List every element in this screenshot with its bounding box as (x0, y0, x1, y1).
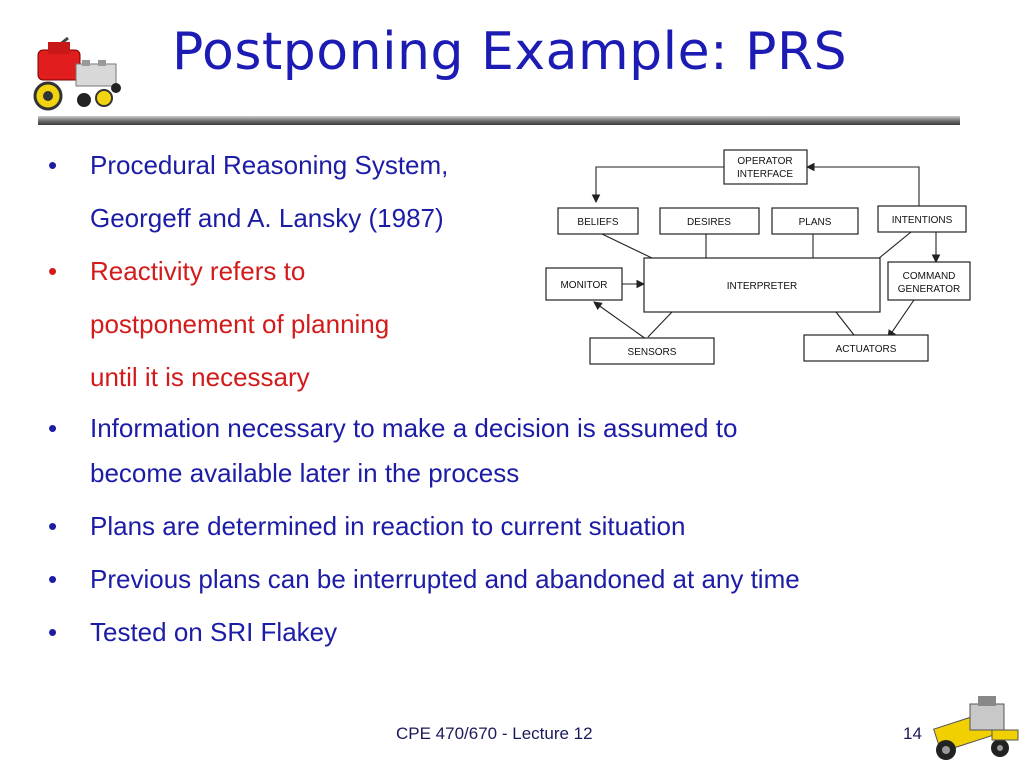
box-plans: PLANS (799, 217, 832, 228)
box-operator-interface-line2: INTERFACE (737, 169, 793, 180)
box-command-generator-line2: GENERATOR (898, 284, 960, 295)
box-sensors: SENSORS (628, 347, 677, 358)
bullet-marker: • (48, 413, 58, 443)
robot-logo-icon (933, 696, 1019, 760)
bullet-marker: • (48, 511, 58, 541)
bullet-previous-plans: • Previous plans can be interrupted and … (48, 564, 800, 594)
bullet-text: Tested on SRI Flakey (90, 617, 338, 647)
prs-architecture-diagram: OPERATOR INTERFACE BELIEFS DESIRES PLANS… (545, 149, 971, 365)
box-actuators: ACTUATORS (836, 344, 897, 355)
bullet-marker: • (48, 150, 58, 180)
bullet-continuation: postponement of planning (90, 309, 390, 339)
bullet-flakey: • Tested on SRI Flakey (48, 617, 338, 647)
bullet-prs: • Procedural Reasoning System, (48, 150, 449, 180)
bullet-marker: • (48, 256, 58, 286)
box-interpreter: INTERPRETER (727, 281, 798, 292)
bullet-text: Procedural Reasoning System, (90, 150, 449, 180)
bullet-continuation: become available later in the process (90, 458, 520, 488)
bullet-text: Previous plans can be interrupted and ab… (90, 564, 800, 594)
bullet-text: Plans are determined in reaction to curr… (90, 511, 686, 541)
robot-logo-icon (33, 36, 121, 111)
box-command-generator-line1: COMMAND (903, 271, 956, 282)
bullet-continuation: until it is necessary (90, 362, 310, 392)
slide-title: Postponing Example: PRS (172, 22, 848, 82)
box-operator-interface-line1: OPERATOR (737, 156, 792, 167)
box-monitor: MONITOR (560, 280, 607, 291)
title-divider (38, 116, 960, 125)
bullet-reactivity: • Reactivity refers to (48, 256, 306, 286)
bullet-continuation: Georgeff and A. Lansky (1987) (90, 203, 444, 233)
bullet-marker: • (48, 617, 58, 647)
slide-number: 14 (903, 724, 922, 743)
bullet-text: Reactivity refers to (90, 256, 306, 286)
bullet-marker: • (48, 564, 58, 594)
bullet-text: Information necessary to make a decision… (90, 413, 738, 443)
box-beliefs: BELIEFS (577, 217, 618, 228)
box-desires: DESIRES (687, 217, 731, 228)
bullet-information: • Information necessary to make a decisi… (48, 413, 738, 443)
box-intentions: INTENTIONS (892, 215, 953, 226)
footer-course: CPE 470/670 - Lecture 12 (396, 724, 593, 743)
bullet-plans: • Plans are determined in reaction to cu… (48, 511, 686, 541)
